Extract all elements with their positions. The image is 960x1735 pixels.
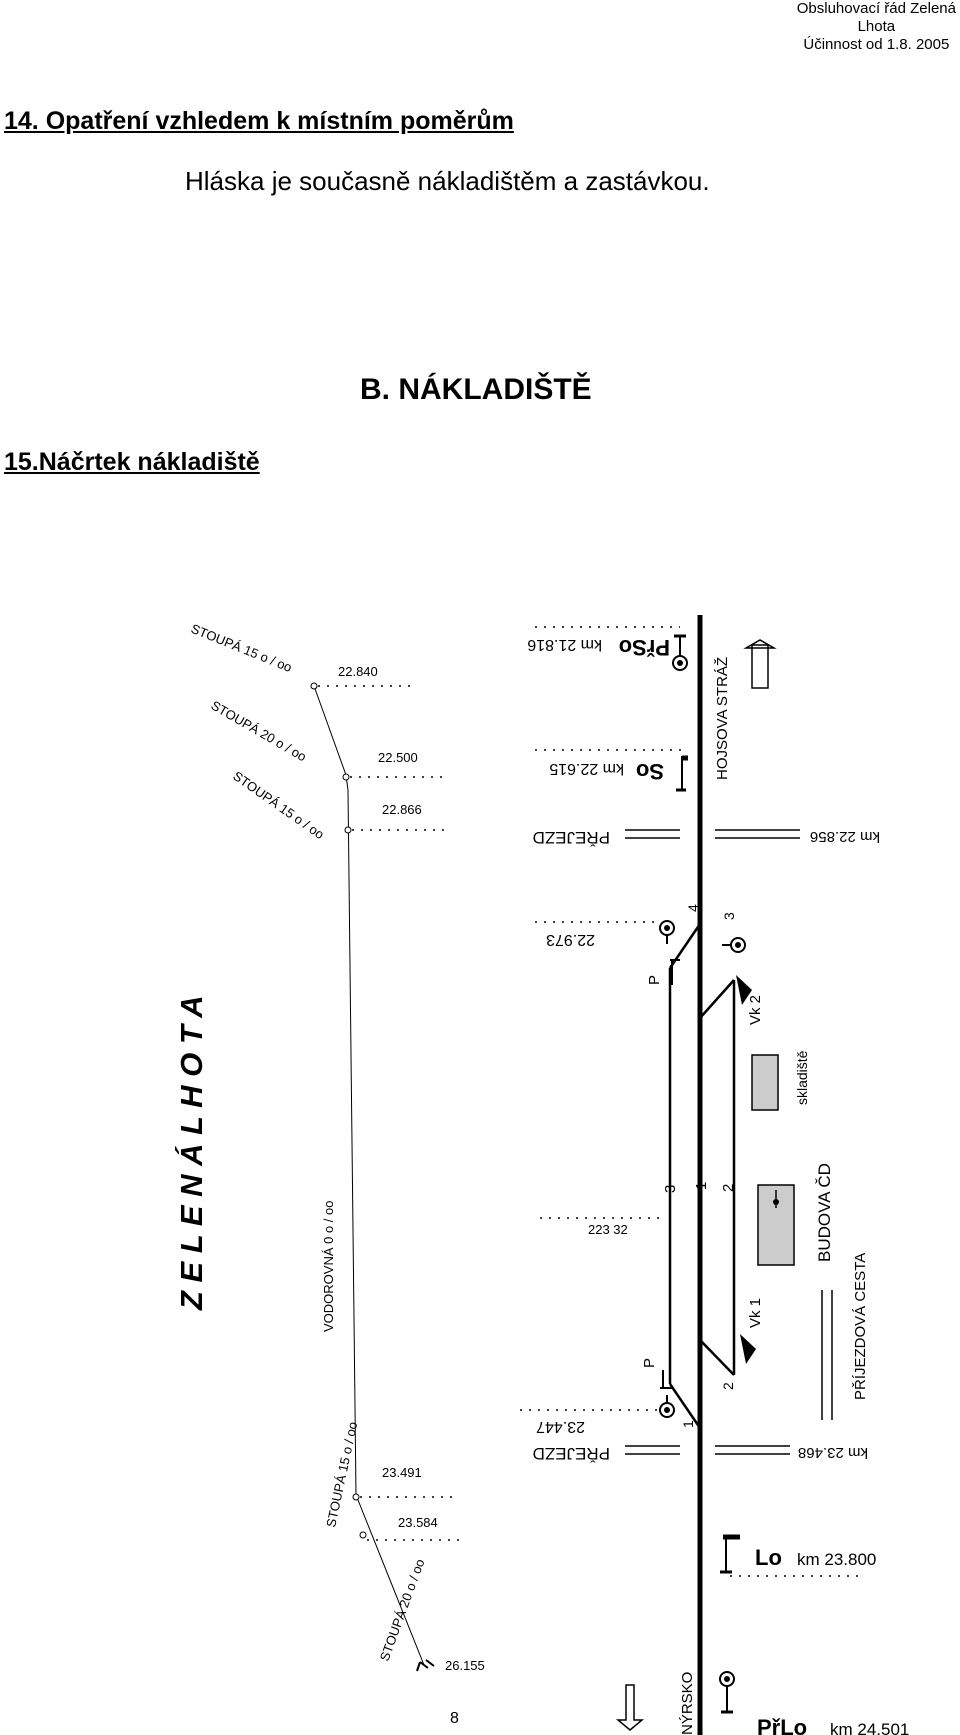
section-14-title: 14. Opatření vzhledem k místním poměrům [4, 107, 514, 135]
crossing-label-top: PŘEJEZD [533, 828, 610, 847]
direction-top: HOJSOVA STRÁŽ [714, 657, 731, 780]
crossing-label-bottom: PŘEJEZD [533, 1444, 610, 1463]
signal-so: So [636, 759, 664, 784]
direction-bottom: NÝRSKO [679, 1672, 696, 1735]
signal-so-km: km 22.615 [549, 760, 624, 777]
crossing-bottom [625, 1445, 790, 1455]
profile-km: 22.500 [378, 750, 418, 765]
arrow-down-icon [615, 1684, 645, 1731]
station-building-label: BUDOVA ČD [815, 1163, 834, 1262]
profile-km: 23.584 [398, 1515, 438, 1530]
page-number: 8 [450, 1710, 459, 1727]
switch-1-number: 1 [680, 1420, 696, 1428]
vk2-label: Vk 2 [747, 995, 764, 1025]
profile-point [359, 1531, 367, 1539]
signal-lo-km: km 23.800 [797, 1550, 876, 1569]
signal-prso: PřSo [619, 635, 670, 660]
signal-prlo-icon [719, 1671, 735, 1714]
profile-km: 22.866 [382, 802, 422, 817]
vk1-marker-icon [740, 1334, 756, 1364]
header-line1: Obsluhovací řád Zelená [796, 0, 956, 17]
vk2-marker-icon [736, 975, 752, 1005]
switch-3-icon [722, 937, 746, 953]
document-header: Obsluhovací řád Zelená Lhota Účinnost od… [797, 0, 956, 54]
track-number-3: 3 [662, 1185, 679, 1193]
track-number-2: 2 [720, 1184, 737, 1192]
building-marker [773, 1199, 779, 1205]
profile-point [310, 682, 318, 690]
signal-lo: Lo [755, 1545, 782, 1570]
profile-km: 26.155 [445, 1658, 485, 1673]
crossing-top [625, 829, 800, 839]
switch-3-number: 3 [721, 912, 737, 920]
point-km-bottom: 23.447 [536, 1418, 585, 1435]
track-number-1: 1 [693, 1182, 710, 1190]
signal-prlo: PřLo [757, 1715, 807, 1735]
section-14-text: Hláska je současně nákladištěm a zastávk… [185, 166, 710, 196]
gradient-label: STOUPÁ 15 o / oo [230, 768, 327, 842]
switch-1-branch [668, 1383, 702, 1429]
vk1-label: Vk 1 [747, 1298, 764, 1328]
profile-point [352, 1493, 360, 1501]
point-km-top: 22.973 [546, 931, 595, 948]
switch-2-branch [699, 1339, 735, 1376]
profile-point [342, 773, 350, 781]
section-15-title: 15.Náčrtek nákladiště [4, 448, 260, 476]
gradient-label: STOUPÁ 20 o / oo [209, 698, 310, 765]
p-label-bottom: P [641, 1358, 658, 1368]
gradient-label: STOUPÁ 15 o / oo [323, 1420, 360, 1528]
switch-3-branch [699, 979, 735, 1019]
section-b-title: B. NÁKLADIŠTĚ [360, 373, 592, 406]
station-center-km: 223 32 [588, 1222, 628, 1237]
gradient-profile-line [313, 685, 425, 1666]
gradient-label: STOUPÁ 20 o / oo [377, 1557, 428, 1663]
signal-lo-icon [720, 1534, 740, 1574]
signal-so-icon [676, 755, 688, 792]
warehouse-label: skladiště [794, 1050, 810, 1105]
p-label-top: P [646, 975, 663, 985]
gradient-label: STOUPÁ 15 o / oo [189, 621, 294, 675]
crossing-km-bottom: km 23.468 [798, 1444, 868, 1461]
switch-4-number: 4 [685, 904, 701, 912]
arrow-up-icon [743, 639, 777, 689]
switch-1-icon [659, 1395, 675, 1418]
switch-2-number: 2 [720, 1382, 736, 1390]
station-name: Z E L E N Á L H O T A [174, 995, 209, 1311]
signal-prlo-km: km 24.501 [830, 1720, 909, 1735]
p-signal-top-icon [670, 959, 680, 985]
header-line3: Účinnost od 1.8. 2005 [803, 36, 950, 53]
profile-km: 22.840 [338, 664, 378, 679]
header-line2: Lhota [857, 18, 896, 35]
profile-km: 23.491 [382, 1465, 422, 1480]
profile-point [344, 826, 352, 834]
crossing-km-top: km 22.856 [810, 828, 880, 845]
access-road-label: PŘÍJEZDOVÁ CESTA [852, 1253, 869, 1400]
warehouse-building [751, 1054, 779, 1111]
p-signal-bottom-icon [660, 1370, 672, 1389]
gradient-label: VODOROVNÁ 0 o / oo [321, 1201, 336, 1333]
signal-prso-icon [672, 634, 688, 671]
switch-4-icon [659, 920, 675, 944]
profile-end-arrow [416, 1659, 435, 1672]
signal-prso-km: km 21.816 [527, 636, 602, 653]
